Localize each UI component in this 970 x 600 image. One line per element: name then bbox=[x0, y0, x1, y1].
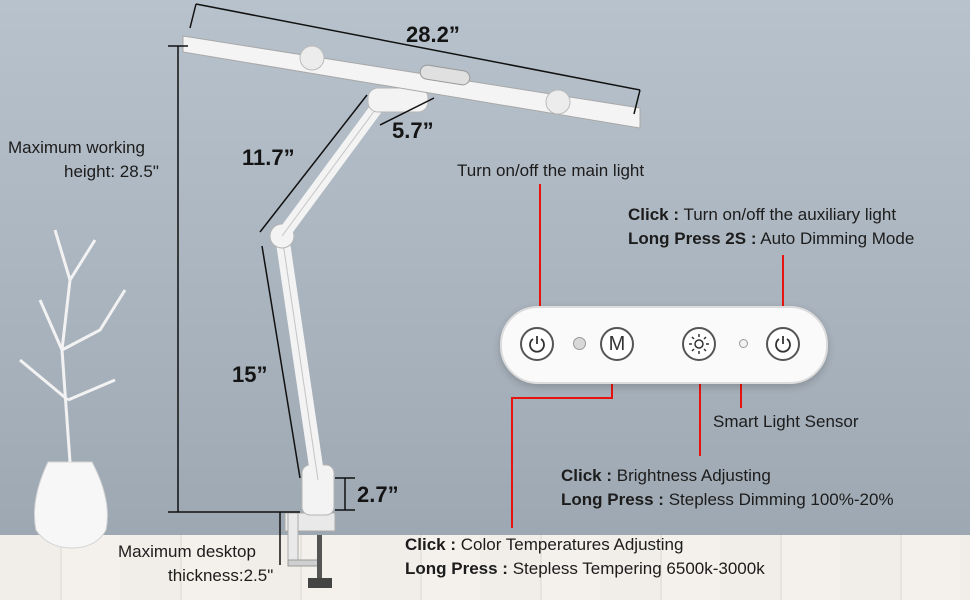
mode-icon: M bbox=[608, 332, 626, 355]
main-light-annotation: Turn on/off the main light bbox=[457, 161, 645, 180]
max-height-label-2: height: 28.5" bbox=[64, 162, 159, 181]
brightness-annotation: Click : Brightness Adjusting Long Press … bbox=[561, 464, 894, 512]
control-panel: M bbox=[500, 306, 828, 384]
sensor-annotation: Smart Light Sensor bbox=[713, 412, 859, 431]
power-icon bbox=[775, 336, 791, 353]
brightness-long-label: Long Press : bbox=[561, 490, 664, 509]
vase-decoration bbox=[19, 229, 127, 549]
aux-long-text: Auto Dimming Mode bbox=[756, 229, 915, 248]
color-click-label: Click : bbox=[405, 535, 457, 554]
aux-click-label: Click : bbox=[628, 205, 680, 224]
max-height-label-1: Maximum working bbox=[8, 138, 145, 157]
color-click-text: Color Temperatures Adjusting bbox=[456, 535, 684, 554]
head-depth-dimension: 5.7” bbox=[392, 118, 434, 143]
main-power-button[interactable] bbox=[520, 327, 554, 361]
upper-arm-dimension: 11.7” bbox=[242, 145, 295, 170]
aux-light-annotation: Click : Turn on/off the auxiliary light … bbox=[628, 203, 914, 251]
floor bbox=[0, 535, 970, 600]
aux-power-button[interactable] bbox=[766, 327, 800, 361]
color-long-label: Long Press : bbox=[405, 559, 508, 578]
light-sensor bbox=[739, 339, 748, 348]
bar-width-dimension: 28.2” bbox=[406, 22, 460, 47]
brightness-click-label: Click : bbox=[561, 466, 613, 485]
brightness-long-text: Stepless Dimming 100%-20% bbox=[663, 490, 894, 509]
mode-button[interactable]: M bbox=[600, 327, 634, 361]
desk-thickness-label-2: thickness:2.5" bbox=[168, 566, 274, 585]
indicator-light bbox=[573, 337, 586, 350]
sun-icon bbox=[689, 334, 709, 354]
color-long-text: Stepless Tempering 6500k-3000k bbox=[507, 559, 765, 578]
aux-click-text: Turn on/off the auxiliary light bbox=[679, 205, 897, 224]
desk-thickness-label-1: Maximum desktop bbox=[118, 542, 256, 561]
power-icon bbox=[529, 336, 545, 353]
brightness-click-text: Brightness Adjusting bbox=[612, 466, 771, 485]
brightness-button[interactable] bbox=[682, 327, 716, 361]
lower-arm-dimension: 15” bbox=[232, 362, 268, 387]
color-temp-annotation: Click : Color Temperatures Adjusting Lon… bbox=[405, 533, 765, 581]
base-dimension: 2.7” bbox=[357, 482, 399, 507]
aux-long-label: Long Press 2S : bbox=[628, 229, 757, 248]
desk-clamp bbox=[284, 512, 336, 588]
